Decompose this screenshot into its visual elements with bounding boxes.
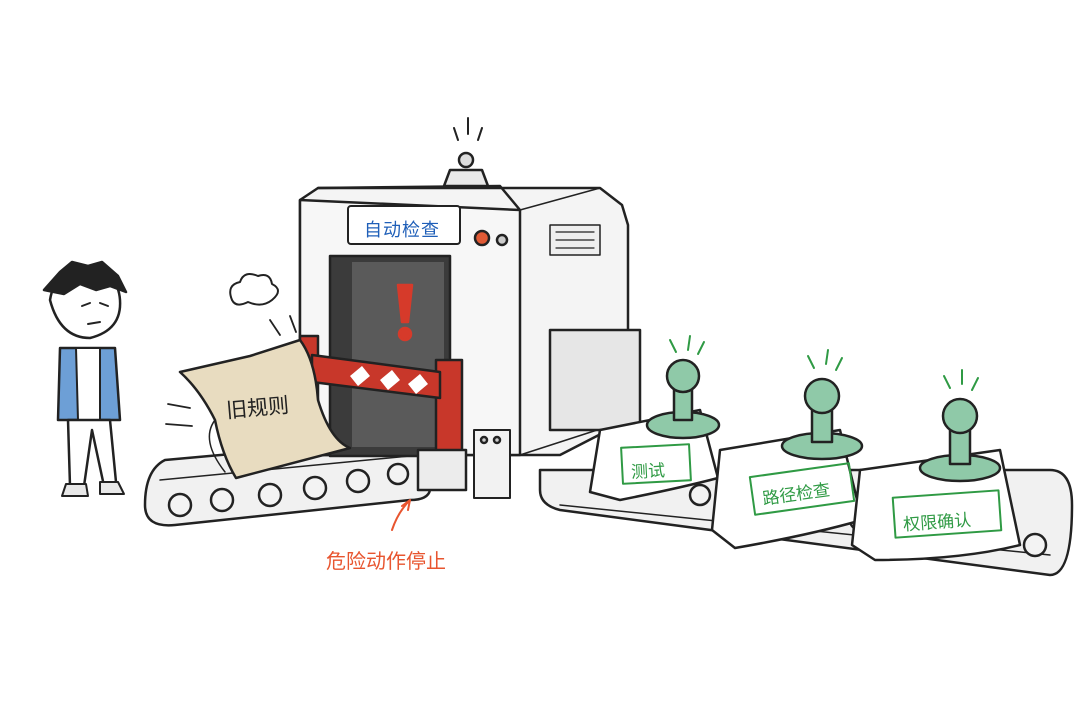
- machine-title: 自动检查: [364, 220, 440, 241]
- stamp-label-test: 测试: [630, 461, 666, 483]
- old-rule-label: 旧规则: [225, 393, 291, 423]
- stamp-label-permission: 权限确认: [902, 510, 972, 536]
- boy-character: [42, 260, 128, 497]
- stamp-paper-permission: [850, 369, 1022, 562]
- alert-exclamation-icon: [396, 283, 414, 342]
- old-rule-paper: [165, 315, 352, 480]
- stamp-paper-path-check: [710, 349, 864, 550]
- stop-annotation: 危险动作停止: [326, 549, 446, 573]
- stamp-paper-test: [588, 335, 721, 502]
- annotation-arrow-icon: [391, 499, 411, 531]
- inspection-machine: [298, 117, 642, 499]
- frustration-puff-icon: [229, 273, 279, 306]
